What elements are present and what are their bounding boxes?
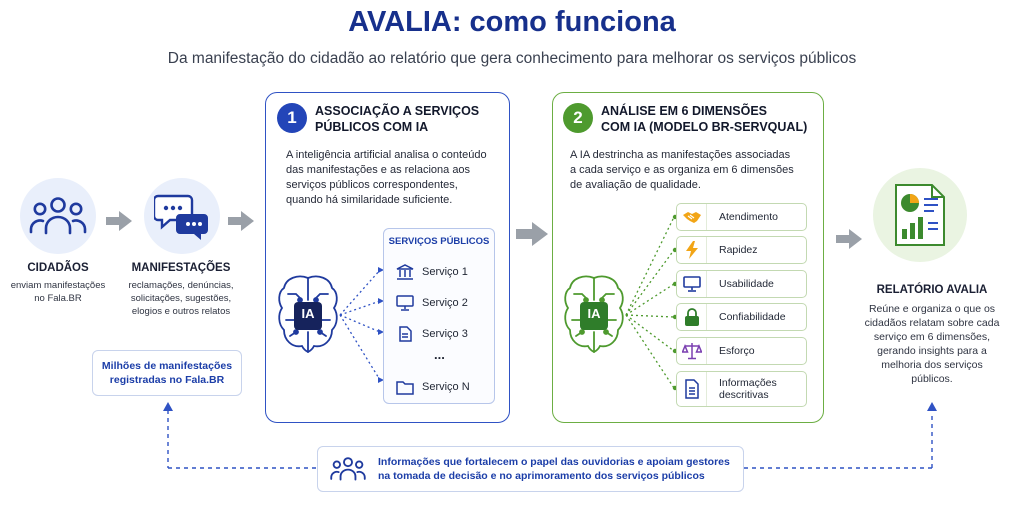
step2-title-line1: ANÁLISE EM 6 DIMENSÕES: [601, 104, 767, 118]
step2-desc-line2: a cada serviço e as organiza em 6 dimens…: [570, 164, 794, 176]
report-desc-5: melhoria dos serviços: [881, 359, 983, 371]
step1-title-line1: ASSOCIAÇÃO A SERVIÇOS: [315, 104, 480, 118]
public-services-header: SERVIÇOS PÚBLICOS: [388, 236, 490, 247]
dimension-atendimento: Atendimento: [676, 203, 807, 231]
lock-icon: [684, 308, 699, 326]
document-icon: [399, 326, 412, 342]
service-ellipsis: ...: [434, 347, 445, 362]
step1-number-badge: 1: [277, 103, 307, 133]
step2-desc-line1: A IA destrincha as manifestações associa…: [570, 149, 791, 161]
report-desc-3: serviço em 6 dimensões,: [873, 331, 991, 343]
bottom-insight-box: Informações que fortalecem o papel das o…: [317, 446, 744, 492]
millions-note-line1: Milhões de manifestações: [101, 360, 233, 372]
people-group-icon: [29, 197, 87, 235]
ai-to-services-connectors: [339, 267, 384, 383]
step1-desc-line2: das manifestações e as relaciona aos: [286, 164, 471, 176]
institution-icon: [396, 264, 414, 280]
millions-note: Milhões de manifestações registradas no …: [92, 350, 242, 396]
arrow-right-icon: [516, 222, 548, 246]
service-item: Serviço 1: [396, 262, 468, 282]
manifestations-circle: [144, 178, 220, 254]
manifestations-title: MANIFESTAÇÕES: [131, 262, 231, 274]
report-title: RELATÓRIO AVALIA: [876, 284, 988, 296]
dimension-usabilidade: Usabilidade: [676, 270, 807, 298]
step2-desc-line3: de avaliação de qualidade.: [570, 179, 701, 191]
ai-brain-icon: [278, 275, 338, 353]
public-services-box: SERVIÇOS PÚBLICOS Serviço 1 Serviço 2 Se…: [383, 228, 495, 404]
service-item: Serviço 2: [396, 293, 468, 313]
bottom-insight-line2: na tomada de decisão e no aprimoramento …: [378, 470, 705, 482]
citizens-title: CIDADÃOS: [27, 262, 89, 274]
citizens-desc-1: enviam manifestações: [10, 280, 106, 291]
manifestations-desc-1: reclamações, denúncias,: [128, 280, 234, 291]
arrow-right-icon: [106, 211, 132, 231]
feedback-loop-connector: [163, 402, 937, 469]
bottom-insight-line1: Informações que fortalecem o papel das o…: [378, 456, 730, 468]
arrow-right-icon: [228, 211, 254, 231]
document-list-icon: [684, 379, 699, 399]
folder-icon: [396, 381, 414, 395]
step2-number-badge: 2: [563, 103, 593, 133]
dimension-rapidez: Rapidez: [676, 236, 807, 264]
ai-label: IA: [301, 306, 315, 321]
ai-brain-icon: [564, 275, 624, 353]
chat-bubbles-icon: [154, 194, 208, 240]
dimension-esforco: Esforço: [676, 337, 807, 365]
citizens-desc-2: no Fala.BR: [34, 293, 82, 304]
lightning-icon: [685, 241, 698, 259]
dimension-informacoes-descritivas: Informações descritivas: [676, 371, 807, 407]
scale-icon: [681, 343, 702, 360]
step2-title-line2: COM IA (MODELO BR-SERVQUAL): [601, 120, 808, 134]
report-circle: [873, 168, 967, 262]
service-item: Serviço 3: [396, 324, 468, 344]
step1-desc-line1: A inteligência artificial analisa o cont…: [286, 149, 487, 161]
ai-label: IA: [587, 306, 601, 321]
step1-desc-line4: quando há similaridade suficiente.: [286, 194, 453, 206]
monitor-icon: [682, 276, 701, 292]
page-subtitle: Da manifestação do cidadão ao relatório …: [167, 50, 857, 67]
millions-note-line2: registradas no Fala.BR: [109, 374, 225, 386]
people-group-icon: [330, 457, 366, 481]
service-item: Serviço N: [396, 377, 470, 397]
ai-to-dimensions-connectors: [625, 214, 678, 391]
monitor-icon: [396, 295, 414, 311]
dimension-confiabilidade: Confiabilidade: [676, 303, 807, 331]
report-desc-4: gerando insights para a: [877, 345, 987, 357]
manifestations-desc-3: elogios e outros relatos: [131, 306, 231, 317]
report-desc-2: cidadãos relatam sobre cada: [864, 317, 1000, 329]
handshake-icon: [682, 212, 701, 223]
report-desc-6: públicos.: [911, 373, 953, 385]
manifestations-desc-2: solicitações, sugestões,: [130, 293, 232, 304]
report-chart-icon: [895, 184, 945, 246]
arrow-right-icon: [836, 229, 862, 249]
citizens-circle: [20, 178, 96, 254]
report-desc-1: Reúne e organiza o que os: [868, 303, 996, 315]
page-title: AVALIA: como funciona: [348, 6, 676, 38]
step1-title-line2: PÚBLICOS COM IA: [315, 120, 429, 134]
step1-desc-line3: serviços públicos correspondentes,: [286, 179, 458, 191]
